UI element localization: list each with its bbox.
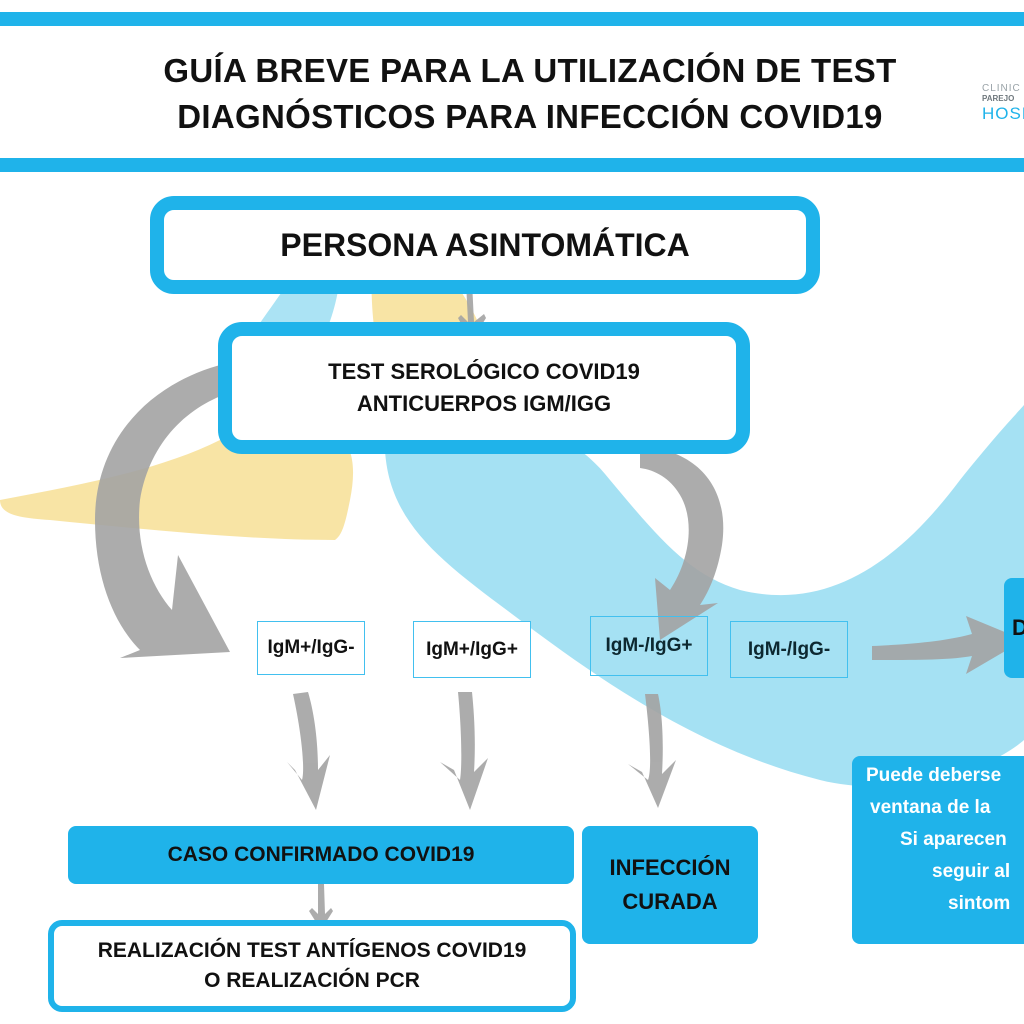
note-window-period: Puede deberse ventana de la Si aparecen … xyxy=(852,756,1024,944)
note-line-2: ventana de la xyxy=(870,797,991,818)
node-right-cut-label: D xyxy=(1012,615,1024,640)
result-igm-pos-igg-neg: IgM+/IgG- xyxy=(257,621,365,675)
logo-line-1: CLINIC xyxy=(982,83,1021,94)
node-test-line-1: TEST SEROLÓGICO COVID19 xyxy=(328,359,640,384)
header-top-bar xyxy=(0,12,1024,26)
node-realizacion-line-1: REALIZACIÓN TEST ANTÍGENOS COVID19 xyxy=(97,939,527,962)
arrow-neg-to-right xyxy=(872,616,1024,674)
note-line-4: seguir al xyxy=(932,861,1011,882)
node-persona-label: PERSONA ASINTOMÁTICA xyxy=(280,226,690,263)
note-line-3: Si aparecen xyxy=(900,829,1007,850)
node-realizacion-line-2: O REALIZACIÓN PCR xyxy=(204,969,420,992)
node-curada-line-2: CURADA xyxy=(622,889,718,914)
arrow-result2-down xyxy=(440,692,488,810)
page-title: GUÍA BREVE PARA LA UTILIZACIÓN DE TEST D… xyxy=(90,48,970,140)
arrow-test-to-right-curve xyxy=(640,446,724,640)
node-test-label: TEST SEROLÓGICO COVID19 ANTICUERPOS IGM/… xyxy=(328,356,640,420)
arrow-test-to-left-curve xyxy=(95,362,232,658)
node-test-line-2: ANTICUERPOS IGM/IGG xyxy=(356,391,612,416)
arrow-result1-down xyxy=(287,692,330,810)
title-line-2: DIAGNÓSTICOS PARA INFECCIÓN COVID19 xyxy=(177,98,883,135)
result-label: IgM+/IgG+ xyxy=(426,638,518,660)
node-curada-label: INFECCIÓN CURADA xyxy=(610,851,731,919)
result-label: IgM+/IgG- xyxy=(267,637,355,658)
result-igm-neg-igg-pos: IgM-/IgG+ xyxy=(590,616,708,676)
result-label: IgM-/IgG+ xyxy=(605,635,693,656)
node-realizacion-label: REALIZACIÓN TEST ANTÍGENOS COVID19 O REA… xyxy=(98,936,527,996)
node-realizacion-test: REALIZACIÓN TEST ANTÍGENOS COVID19 O REA… xyxy=(48,920,576,1012)
node-test-serologico: TEST SEROLÓGICO COVID19 ANTICUERPOS IGM/… xyxy=(218,322,750,454)
result-label: IgM-/IgG- xyxy=(747,638,831,660)
node-curada-line-1: INFECCIÓN xyxy=(609,855,731,880)
result-igm-neg-igg-neg: IgM-/IgG- xyxy=(730,621,848,678)
title-line-1: GUÍA BREVE PARA LA UTILIZACIÓN DE TEST xyxy=(163,52,897,89)
node-persona-asintomatica: PERSONA ASINTOMÁTICA xyxy=(150,196,820,294)
node-caso-confirmado-label: CASO CONFIRMADO COVID19 xyxy=(167,843,475,866)
note-line-5: sintom xyxy=(948,893,1011,914)
header-bottom-bar xyxy=(0,158,1024,172)
node-infeccion-curada: INFECCIÓN CURADA xyxy=(582,826,758,944)
result-igm-pos-igg-pos: IgM+/IgG+ xyxy=(413,621,531,678)
node-right-cut: D xyxy=(1004,578,1024,678)
logo-line-2: PAREJO xyxy=(982,94,1015,103)
node-caso-confirmado: CASO CONFIRMADO COVID19 xyxy=(68,826,574,884)
arrow-confirmed-down xyxy=(309,884,333,930)
arrow-result3-down xyxy=(628,694,676,808)
note-line-1: Puede deberse xyxy=(866,765,1002,786)
